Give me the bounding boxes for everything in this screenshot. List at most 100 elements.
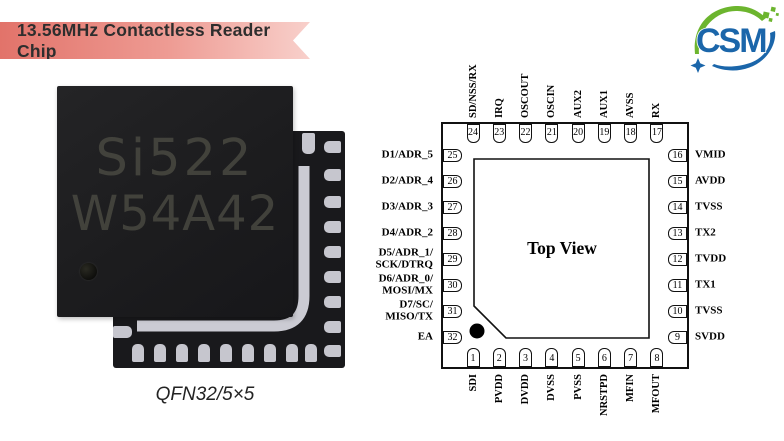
pin-13: 13	[668, 226, 687, 240]
back-chip-right-pad	[324, 296, 341, 308]
pin-17: 17	[650, 124, 664, 143]
pin-10-label: TVSS	[695, 304, 723, 317]
pin-11: 11	[668, 278, 687, 292]
pin-11-number: 11	[672, 279, 683, 291]
pin-6-number: 6	[601, 353, 607, 364]
chip-photo-front	[57, 86, 293, 317]
pin-14-number: 14	[672, 201, 683, 213]
pin-13-label: TX2	[695, 226, 716, 239]
pin-3-label: DVDD	[520, 374, 532, 405]
thermal-pad-corner-line	[137, 166, 310, 332]
pin-3: 3	[519, 348, 533, 367]
back-chip-top-pad	[302, 133, 315, 154]
pin-29: 29	[443, 252, 462, 266]
pin1-marker-dot	[469, 323, 485, 339]
pin-30-number: 30	[447, 279, 458, 291]
logo-green-square	[762, 11, 770, 19]
logo-text: CSM	[696, 22, 766, 60]
pin-23: 23	[492, 124, 506, 143]
back-chip-bottom-pad	[286, 344, 298, 362]
pin-32: 32	[443, 330, 462, 344]
pin-5-number: 5	[575, 353, 581, 364]
back-chip-bottom-pad	[242, 344, 254, 362]
title-banner-text: 13.56MHz Contactless Reader Chip	[17, 19, 271, 61]
pin-10: 10	[668, 304, 687, 318]
pin-19: 19	[597, 124, 611, 143]
pin-19-label: AUX1	[598, 90, 610, 118]
pin-6: 6	[597, 348, 611, 367]
pin-26-number: 26	[447, 175, 458, 187]
pin-5: 5	[571, 348, 585, 367]
pin-6-label: NRSTPD	[598, 374, 610, 417]
pin-24-label: SD/NSS/RX	[467, 64, 479, 118]
pin-16-label: VMID	[695, 148, 726, 161]
topview-title: Top View	[527, 238, 597, 258]
pin-12-label: TVDD	[695, 252, 727, 265]
pin-23-number: 23	[494, 127, 505, 138]
back-chip-right-pad	[324, 196, 341, 208]
pin-1-label: SDI	[467, 374, 479, 392]
pin-7-number: 7	[628, 353, 634, 364]
pin-25-label: D1/ADR_5	[381, 148, 433, 161]
pin-27-label: D3/ADR_3	[381, 200, 433, 213]
pin-14-label: TVSS	[695, 200, 723, 213]
pin-21-number: 21	[546, 127, 557, 138]
pin-16: 16	[668, 148, 687, 162]
back-chip-right-pad	[324, 321, 341, 333]
pin-17-number: 17	[651, 127, 662, 138]
pin-19-number: 19	[599, 127, 610, 138]
pin-20: 20	[571, 124, 585, 143]
logo-green-square	[775, 12, 779, 17]
pin-3-number: 3	[523, 353, 529, 364]
pin-11-label: TX1	[695, 278, 716, 291]
back-chip-bottom-pad	[132, 344, 144, 362]
chip-marking-line2: W54A42	[70, 186, 280, 242]
logo-green-square	[770, 6, 776, 12]
pin-24: 24	[466, 124, 480, 143]
chip-marking-line1: Si522	[95, 129, 255, 188]
logo-green-swoosh	[694, 6, 766, 54]
logo-star-icon	[690, 58, 706, 73]
back-chip-right-pad	[324, 246, 341, 258]
pin-30: 30	[443, 278, 462, 292]
pin-20-label: AUX2	[572, 90, 584, 118]
pin-12-number: 12	[672, 253, 683, 265]
pin-7: 7	[624, 348, 638, 367]
pin-31-number: 31	[447, 305, 458, 317]
pin-31-label: D7/SC/ MISO/TX	[385, 298, 433, 322]
pin-28-number: 28	[447, 227, 458, 239]
pin-29-number: 29	[447, 253, 458, 265]
package-label: QFN32/5×5	[155, 384, 255, 405]
pin-29-label: D5/ADR_1/ SCK/DTRQ	[375, 246, 433, 270]
logo-blue-swoosh	[712, 31, 776, 71]
pin-4: 4	[545, 348, 559, 367]
pin-10-number: 10	[672, 305, 683, 317]
pin-4-label: DVSS	[546, 374, 558, 401]
pin-14: 14	[668, 200, 687, 214]
pin-9-label: SVDD	[695, 330, 725, 343]
pin-15-number: 15	[672, 175, 683, 187]
pin-15: 15	[668, 174, 687, 188]
pin-18: 18	[624, 124, 638, 143]
pin-8-number: 8	[654, 353, 660, 364]
back-chip-left-pad	[113, 326, 132, 338]
pin-7-label: MFIN	[625, 374, 637, 402]
pin-8-label: MFOUT	[651, 374, 663, 414]
pin-20-number: 20	[573, 127, 584, 138]
pin-18-label: AVSS	[625, 92, 637, 119]
pin-5-label: PVSS	[572, 374, 584, 400]
pin-17-label: RX	[651, 102, 663, 118]
back-chip-right-pad	[324, 271, 341, 283]
pin-31: 31	[443, 304, 462, 318]
die-outline	[473, 158, 650, 339]
csm-logo: CSM	[690, 6, 779, 73]
back-chip-bottom-pad	[305, 344, 317, 362]
pin-24-number: 24	[468, 127, 478, 138]
back-chip-bottom-pad	[264, 344, 276, 362]
pin-21-label: OSCIN	[546, 84, 558, 118]
pin-22-label: OSCOUT	[520, 73, 532, 118]
back-chip-bottom-pad	[154, 344, 166, 362]
pin-2: 2	[492, 348, 506, 367]
pin-28-label: D4/ADR_2	[381, 226, 433, 239]
